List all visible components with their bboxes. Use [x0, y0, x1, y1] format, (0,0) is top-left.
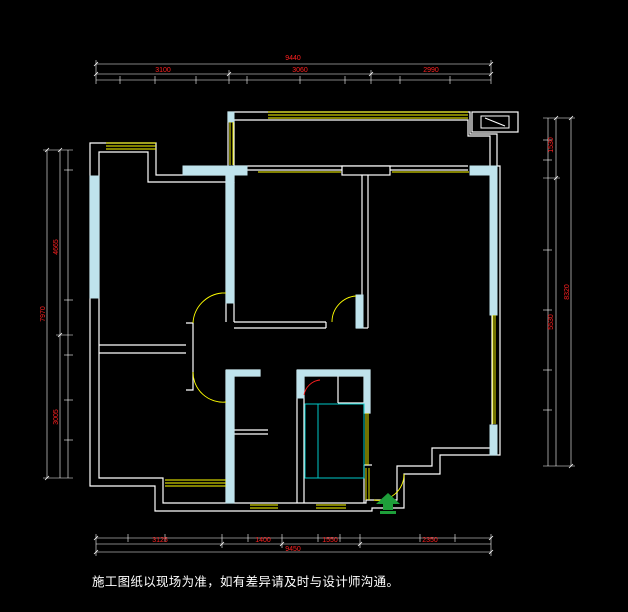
- dim-left-seg-2: 3005: [53, 409, 60, 425]
- dim-bottom-seg-1: 3125: [152, 537, 168, 544]
- construction-note: 施工图纸以现场为准，如有差异请及时与设计师沟通。: [92, 574, 400, 589]
- water-heater-icon: [480, 115, 510, 129]
- windows: [106, 111, 496, 509]
- bathroom-fixtures: [304, 403, 365, 479]
- dim-top-seg-3: 2990: [423, 67, 439, 74]
- dim-top-total: 9440: [285, 55, 301, 62]
- doors: [192, 292, 405, 501]
- dimension-ticks: [44, 61, 574, 555]
- dimension-lines: [43, 60, 575, 556]
- dim-bottom-seg-3: 1550: [322, 537, 338, 544]
- dim-right-seg-1: 1530: [548, 137, 555, 153]
- dim-right-total: 8320: [564, 284, 571, 300]
- up-arrow-icon: [376, 493, 400, 514]
- dim-top-seg-1: 3100: [155, 67, 171, 74]
- dim-bottom-seg-4: 2350: [422, 537, 438, 544]
- dim-right-seg-2: 5530: [548, 314, 555, 330]
- dim-bottom-seg-2: 1400: [255, 537, 271, 544]
- dim-left-seg-1: 4665: [53, 239, 60, 255]
- dim-left-total: 7970: [40, 306, 47, 322]
- dim-bottom-total: 9450: [285, 546, 301, 553]
- dim-top-seg-2: 3060: [292, 67, 308, 74]
- columns: [89, 111, 498, 504]
